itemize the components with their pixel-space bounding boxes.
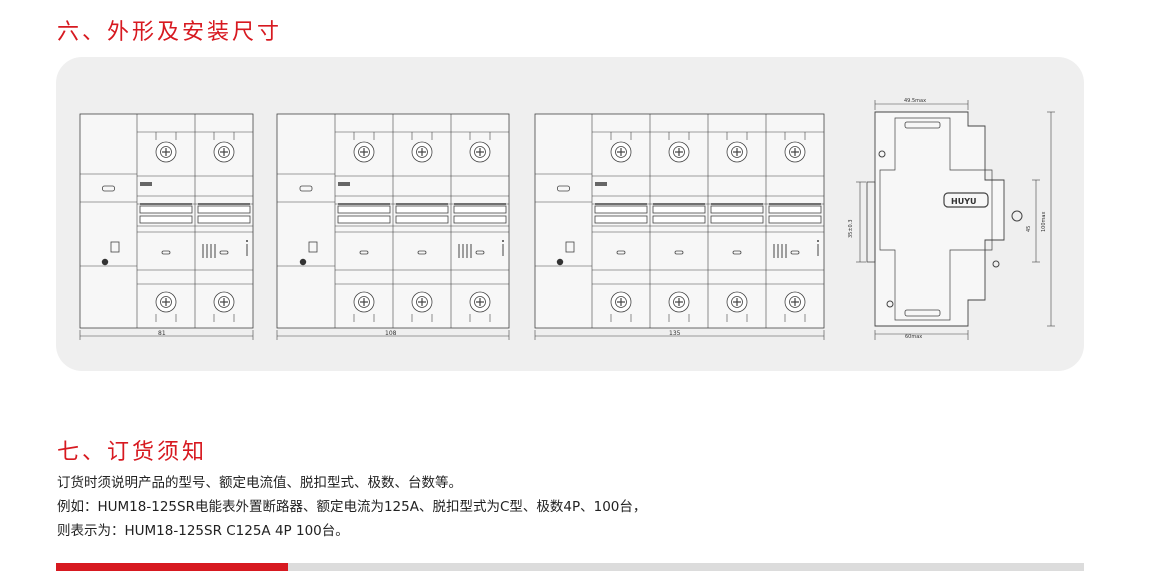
section-title-ordering: 七、订货须知 — [57, 440, 208, 465]
bottom-divider-accent — [56, 563, 288, 571]
dimension-drawings: 81 108 135 49.5max 60max 35±0.3 45 100ma… — [79, 98, 1055, 340]
front-view-3p — [276, 113, 510, 340]
ordering-line-3: 则表示为：HUM18-125SR C125A 4P 100台。 — [57, 523, 349, 539]
side-outer-dimension: 100max — [1041, 212, 1047, 232]
side-left-dimension: 35±0.3 — [848, 219, 854, 238]
side-top-dimension: 49.5max — [904, 98, 926, 104]
bottom-divider-bar — [56, 563, 1084, 571]
ordering-notes: 订货时须说明产品的型号、额定电流值、脱扣型式、极数、台数等。 例如：HUM18-… — [57, 471, 1107, 543]
side-view — [856, 100, 1055, 340]
brand-logo: HUYU — [951, 197, 976, 206]
dimension-label-2p: 81 — [158, 330, 166, 337]
section-title-dimensions: 六、外形及安装尺寸 — [57, 20, 283, 45]
side-bottom-dimension: 60max — [905, 334, 922, 340]
front-view-4p — [534, 113, 825, 340]
dimension-label-3p: 108 — [385, 330, 397, 337]
ordering-line-2: 例如：HUM18-125SR电能表外置断路器、额定电流为125A、脱扣型式为C型… — [57, 499, 647, 515]
ordering-line-1: 订货时须说明产品的型号、额定电流值、脱扣型式、极数、台数等。 — [57, 475, 462, 491]
front-view-2p — [79, 113, 254, 340]
side-inner-dimension: 45 — [1026, 226, 1032, 232]
dimension-label-4p: 135 — [669, 330, 681, 337]
